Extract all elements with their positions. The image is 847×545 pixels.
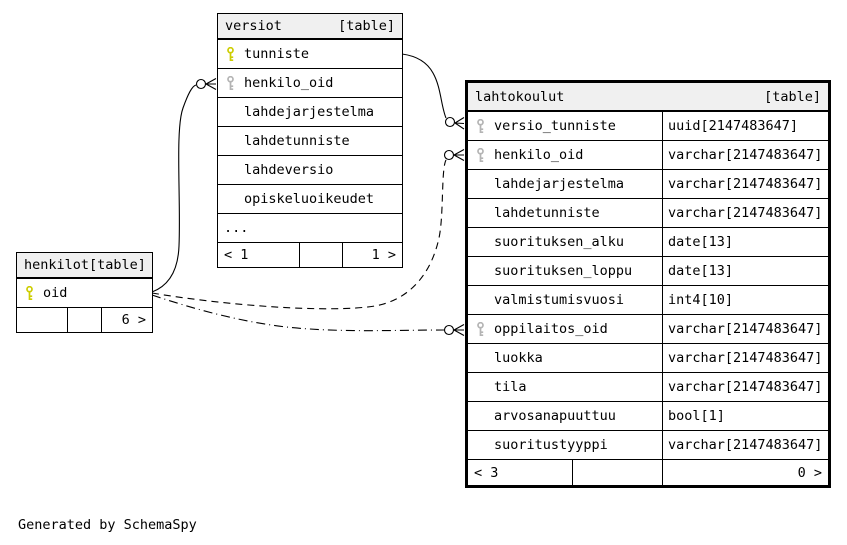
column-name: tila	[494, 379, 527, 395]
column-name: lahdejarjestelma	[244, 104, 375, 120]
column-name: luokka	[494, 350, 543, 366]
footer-spacer	[67, 308, 101, 332]
key-cell	[468, 118, 494, 134]
table-row: arvosanapuuttuu bool[1]	[468, 401, 828, 430]
edge-henkilot-oid-to-lahtokoulut-henkilo-oid	[151, 149, 465, 310]
footer-next-count: 6 >	[101, 308, 152, 332]
footer-spacer	[299, 243, 342, 267]
column-type: uuid[2147483647]	[662, 112, 828, 140]
footer-next-count: 0 >	[662, 460, 828, 485]
edge-henkilot-oid-to-lahtokoulut-oppilaitos-oid	[151, 294, 465, 336]
table-row: versio_tunniste uuid[2147483647]	[468, 111, 828, 140]
table-row: suoritustyyppi varchar[2147483647]	[468, 430, 828, 459]
column-type: varchar[2147483647]	[662, 373, 828, 401]
column-type: bool[1]	[662, 402, 828, 430]
key-icon	[477, 321, 484, 336]
footer-next-count: 1 >	[342, 243, 402, 267]
table-row: henkilo_oid	[218, 68, 402, 97]
column-type: date[13]	[662, 257, 828, 285]
table-row: lahdetunniste	[218, 126, 402, 155]
table-row: tila varchar[2147483647]	[468, 372, 828, 401]
column-name: oid	[43, 285, 68, 301]
table-row: valmistumisvuosi int4[10]	[468, 285, 828, 314]
table-row: oid	[17, 278, 152, 307]
footer-spacer	[572, 460, 662, 485]
footer-prev-count	[17, 308, 67, 332]
table-title: versiot	[225, 18, 282, 34]
table-row: oppilaitos_oid varchar[2147483647]	[468, 314, 828, 343]
column-type: varchar[2147483647]	[662, 431, 828, 459]
key-icon	[26, 285, 33, 300]
table-row: lahdeversio	[218, 155, 402, 184]
column-type: varchar[2147483647]	[662, 170, 828, 198]
table-header[interactable]: lahtokoulut [table]	[468, 83, 828, 111]
key-icon	[477, 118, 484, 133]
key-cell	[17, 285, 43, 301]
table-row: opiskeluoikeudet	[218, 184, 402, 213]
table-row: lahdetunniste varchar[2147483647]	[468, 198, 828, 227]
column-name: arvosanapuuttuu	[494, 408, 616, 424]
column-type: date[13]	[662, 228, 828, 256]
table-row: lahdejarjestelma varchar[2147483647]	[468, 169, 828, 198]
key-icon	[227, 75, 234, 90]
table-footer: < 1 1 >	[218, 242, 402, 267]
generator-credit: Generated by SchemaSpy	[18, 517, 197, 533]
key-icon	[477, 147, 484, 162]
crowfoot-icon	[453, 324, 465, 336]
table-row: suorituksen_alku date[13]	[468, 227, 828, 256]
column-name: opiskeluoikeudet	[244, 191, 375, 207]
column-name: lahdetunniste	[494, 205, 600, 221]
table-footer: 6 >	[17, 307, 152, 332]
table-row: lahdejarjestelma	[218, 97, 402, 126]
table-row: tunniste	[218, 39, 402, 68]
column-type: varchar[2147483647]	[662, 315, 828, 343]
column-name: suorituksen_alku	[494, 234, 625, 250]
key-cell	[218, 46, 244, 62]
column-type: varchar[2147483647]	[662, 141, 828, 169]
table-lahtokoulut[interactable]: lahtokoulut [table] versio_tunniste uuid[21…	[465, 80, 831, 488]
key-cell	[468, 147, 494, 163]
column-name: suorituksen_loppu	[494, 263, 633, 279]
column-name: versio_tunniste	[494, 118, 616, 134]
column-name: henkilo_oid	[494, 147, 584, 163]
table-title: henkilot	[24, 257, 90, 273]
column-name: lahdeversio	[244, 162, 334, 178]
key-icon	[227, 46, 234, 61]
table-row: henkilo_oid varchar[2147483647]	[468, 140, 828, 169]
column-name: suoritustyyppi	[494, 437, 608, 453]
column-name: oppilaitos_oid	[494, 321, 608, 337]
table-tag: [table]	[338, 18, 395, 34]
crowfoot-icon	[205, 78, 217, 90]
column-name: lahdejarjestelma	[494, 176, 625, 192]
column-name: ...	[224, 220, 249, 236]
key-cell	[218, 75, 244, 91]
table-header[interactable]: henkilot[table]	[17, 253, 152, 278]
column-name: lahdetunniste	[244, 133, 350, 149]
column-name: tunniste	[244, 46, 310, 62]
table-tag: [table]	[764, 88, 821, 105]
footer-prev-count: < 1	[224, 247, 249, 263]
crowfoot-icon	[453, 149, 465, 161]
table-tag: [table]	[89, 257, 146, 273]
column-name: valmistumisvuosi	[494, 292, 625, 308]
table-row: suorituksen_loppu date[13]	[468, 256, 828, 285]
table-henkilot[interactable]: henkilot[table] oid 6 >	[16, 252, 153, 333]
edge-henkilot-oid-to-versiot-henkilo-oid	[151, 78, 217, 293]
table-row: ...	[218, 213, 402, 242]
crowfoot-icon	[454, 117, 465, 130]
footer-prev-count: < 3	[474, 464, 499, 481]
table-title: lahtokoulut	[475, 88, 565, 105]
table-header[interactable]: versiot [table]	[218, 14, 402, 39]
column-type: varchar[2147483647]	[662, 344, 828, 372]
column-type: varchar[2147483647]	[662, 199, 828, 227]
column-type: int4[10]	[662, 286, 828, 314]
key-cell	[468, 321, 494, 337]
table-row: luokka varchar[2147483647]	[468, 343, 828, 372]
edge-versiot-tunniste-to-lahtokoulut-versio-tunniste	[401, 53, 465, 130]
column-name: henkilo_oid	[244, 75, 334, 91]
table-footer: < 3 0 >	[468, 459, 828, 485]
